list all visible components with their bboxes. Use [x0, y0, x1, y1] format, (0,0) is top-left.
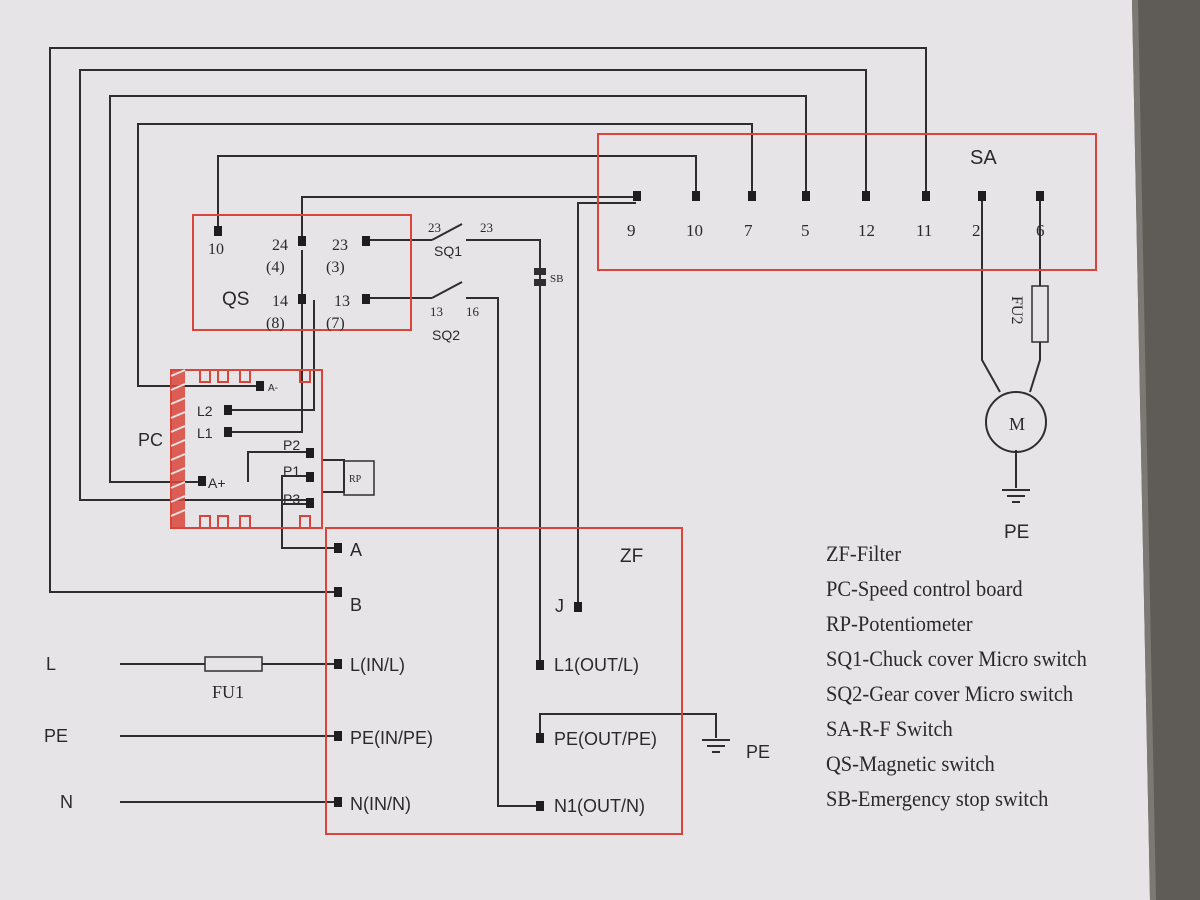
zf-n-in: N(IN/N): [350, 794, 411, 814]
qs-terminal-14: 14: [272, 293, 288, 310]
sa-terminal-label: 6: [1036, 221, 1045, 240]
zf-pe-in: PE(IN/PE): [350, 728, 433, 748]
supply-n: N: [60, 792, 73, 812]
sa-title: SA: [970, 147, 997, 169]
qs-title: QS: [222, 289, 249, 310]
legend-item: QS-Magnetic switch: [826, 751, 995, 776]
supply-pe: PE: [44, 726, 68, 746]
motor-label: M: [1009, 414, 1025, 434]
sq2-label: SQ2: [432, 327, 460, 343]
motor: [985, 391, 1047, 453]
pc-p3: P3: [283, 491, 300, 507]
zf-title: ZF: [620, 546, 643, 567]
sa-terminal-label: 11: [916, 221, 932, 240]
qs-terminal-23-alt: (3): [326, 259, 345, 276]
sa-terminal-label: 12: [858, 221, 875, 240]
fu2-fuse: [1031, 285, 1049, 343]
sa-terminal-label: 7: [744, 221, 753, 240]
zf-box: [325, 527, 683, 835]
zf-a: A: [350, 540, 362, 560]
sq1-right-terminal: 23: [480, 220, 493, 235]
sq1-left-terminal: 23: [428, 220, 441, 235]
qs-terminal-24: 24: [272, 237, 288, 254]
legend: ZF-Filter PC-Speed control board RP-Pote…: [826, 536, 1133, 816]
zf-l-in: L(IN/L): [350, 655, 405, 675]
fu1-label: FU1: [212, 682, 244, 702]
motor-ground-label: PE: [1004, 522, 1029, 543]
zf-n1-out: N1(OUT/N): [554, 796, 645, 816]
pe-out-ground-label: PE: [746, 742, 770, 762]
sa-terminal-label: 2: [972, 221, 981, 240]
sq2-right-terminal: 16: [466, 304, 480, 319]
sa-box: [597, 133, 1097, 271]
sb-label: SB: [550, 273, 563, 285]
qs-terminal-13: 13: [334, 293, 350, 310]
legend-item: ZF-Filter: [826, 541, 902, 566]
component-boxes: [170, 133, 1097, 835]
sa-terminal-label: 5: [801, 221, 810, 240]
qs-terminal-14-alt: (8): [266, 315, 285, 332]
qs-terminal-13-alt: (7): [326, 315, 345, 332]
terminals: [198, 191, 1044, 811]
qs-box: [192, 214, 412, 331]
zf-l1-out: L1(OUT/L): [554, 655, 639, 675]
legend-item: RP-Potentiometer: [826, 611, 973, 636]
legend-item: SB-Emergency stop switch: [826, 786, 1049, 811]
rp-label: RP: [349, 474, 362, 485]
paper-sheet: [0, 0, 1150, 900]
pc-l1: L1: [197, 425, 213, 441]
wires: [49, 47, 1041, 807]
zf-b: B: [350, 595, 362, 615]
sb-switch: [534, 268, 546, 286]
sq1-label: SQ1: [434, 243, 462, 259]
sq2-left-terminal: 13: [430, 304, 443, 319]
fu1-fuse: [204, 656, 263, 672]
qs-terminal-10: 10: [208, 241, 224, 258]
pc-a-plus: A+: [208, 475, 226, 491]
pc-p2: P2: [283, 437, 300, 453]
supply-l: L: [46, 654, 56, 674]
fu2-label: FU2: [1008, 296, 1025, 324]
legend-item: SQ1-Chuck cover Micro switch: [826, 646, 1087, 671]
sa-terminal-label: 9: [627, 221, 636, 240]
legend-item: SQ2-Gear cover Micro switch: [826, 681, 1074, 706]
sa-terminal-label: 10: [686, 221, 703, 240]
pc-p1: P1: [283, 463, 300, 479]
zf-j: J: [555, 596, 564, 616]
legend-item: SA-R-F Switch: [826, 716, 953, 741]
rp-box: [343, 460, 375, 496]
pc-l2: L2: [197, 403, 213, 419]
legend-item: PC-Speed control board: [826, 576, 1023, 601]
zf-pe-out: PE(OUT/PE): [554, 729, 657, 749]
qs-terminal-24-alt: (4): [266, 259, 285, 276]
pc-a-minus: A-: [268, 383, 278, 394]
qs-terminal-23: 23: [332, 237, 348, 254]
pc-title: PC: [138, 430, 163, 450]
